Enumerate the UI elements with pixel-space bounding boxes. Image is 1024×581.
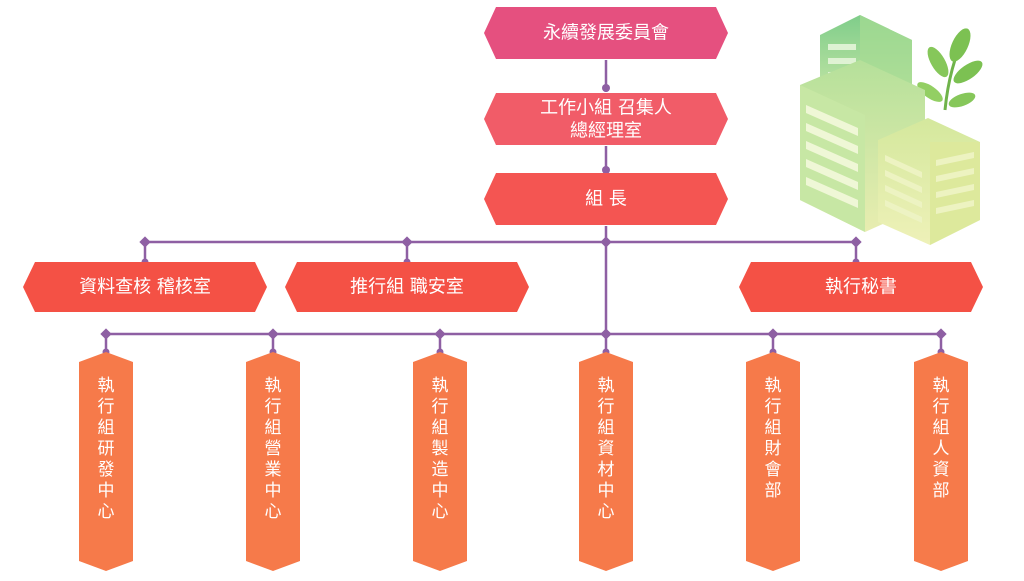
audit-node: 資料查核 稽核室 [23, 262, 267, 312]
exec-unit-label-char: 會 [765, 460, 782, 480]
exec-unit-label-char: 組 [265, 418, 282, 438]
exec-unit-label-char: 行 [265, 397, 282, 417]
exec-unit-label-char: 行 [98, 397, 115, 417]
exec-unit-label-char: 心 [432, 502, 449, 522]
audit-label: 資料查核 稽核室 [79, 277, 211, 298]
leader-shape [484, 173, 728, 225]
exec-unit-label-char: 人 [933, 439, 950, 459]
exec-unit-label-char: 行 [598, 397, 615, 417]
working-group-label-line2: 總經理室 [570, 121, 642, 142]
leader-label: 組 長 [585, 189, 627, 210]
exec-unit-label-char: 組 [598, 418, 615, 438]
exec-unit-label-char: 材 [598, 460, 615, 480]
exec-unit-label-char: 組 [98, 418, 115, 438]
exec-unit-label-char: 業 [265, 460, 282, 480]
exec-unit-label-char: 營 [265, 439, 282, 459]
exec-unit-label-char: 組 [432, 418, 449, 438]
exec-unit-label-char: 財 [765, 439, 782, 459]
exec-unit-label-char: 部 [765, 481, 782, 501]
exec-unit-label-char: 中 [98, 481, 115, 501]
exec-unit-label-char: 執 [933, 376, 950, 396]
exec-unit-label-char: 行 [765, 397, 782, 417]
exec-unit-label-char: 組 [765, 418, 782, 438]
promotion-node: 推行組 職安室 [285, 262, 529, 312]
working-group-node: 工作小組 召集人 總經理室 [484, 93, 728, 145]
audit-shape [23, 262, 267, 312]
exec-unit-shape [79, 352, 133, 571]
exec-unit-label-char: 發 [98, 460, 115, 480]
exec-unit-label-char: 資 [933, 460, 950, 480]
promotion-shape [285, 262, 529, 312]
secretary-shape [739, 262, 983, 312]
exec-unit-shape [413, 352, 467, 571]
exec-unit-label-char: 行 [432, 397, 449, 417]
exec-unit-label-char: 部 [933, 481, 950, 501]
committee-label: 永續發展委員會 [543, 23, 669, 44]
exec-unit-label-char: 組 [933, 418, 950, 438]
exec-unit-shape [914, 352, 968, 571]
exec-unit-label-char: 心 [598, 502, 615, 522]
exec-unit-shape [579, 352, 633, 571]
secretary-node: 執行秘書 [739, 262, 983, 312]
working-group-shape [484, 93, 728, 145]
promotion-label: 推行組 職安室 [350, 277, 464, 298]
leader-node: 組 長 [484, 173, 728, 225]
committee-node: 永續發展委員會 [484, 7, 728, 59]
exec-unit-label-char: 心 [265, 502, 282, 522]
exec-unit-shape [746, 352, 800, 571]
exec-unit-label-char: 中 [598, 481, 615, 501]
exec-unit-label-char: 研 [98, 439, 115, 459]
exec-unit-label-char: 中 [265, 481, 282, 501]
exec-unit-label-char: 執 [265, 376, 282, 396]
exec-unit-shape [246, 352, 300, 571]
exec-unit-label-char: 執 [598, 376, 615, 396]
exec-unit-label-char: 製 [432, 439, 449, 459]
plant-icon [917, 28, 983, 111]
exec-unit-label-char: 執 [98, 376, 115, 396]
exec-unit-label-char: 執 [432, 376, 449, 396]
exec-unit-label-char: 行 [933, 397, 950, 417]
exec-unit-label-char: 造 [432, 460, 449, 480]
green-building-illustration [800, 15, 983, 245]
exec-unit-label-char: 執 [765, 376, 782, 396]
working-group-label-line1: 工作小組 召集人 [540, 98, 672, 119]
exec-unit-label-char: 資 [598, 439, 615, 459]
exec-unit-label-char: 心 [98, 502, 115, 522]
secretary-label: 執行秘書 [825, 277, 897, 298]
exec-unit-label-char: 中 [432, 481, 449, 501]
committee-shape [484, 7, 728, 59]
